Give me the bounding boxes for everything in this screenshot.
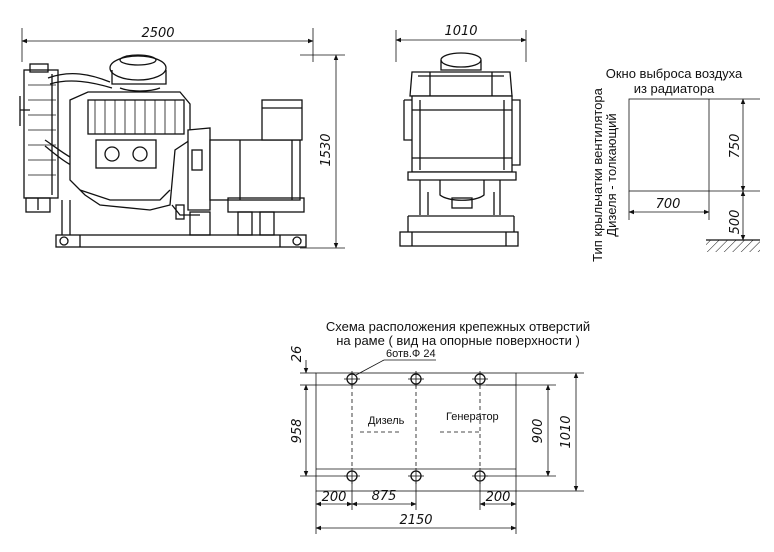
dim-900: 900 [531, 419, 546, 444]
air-window-rect [628, 98, 710, 192]
front-base [399, 231, 519, 247]
side-height-label: 1530 [319, 133, 334, 166]
air-filter [109, 55, 167, 81]
mounting-title-1: Схема расположения крепежных отверстий [326, 319, 590, 334]
ground-hatch [706, 240, 760, 252]
diesel-engine [69, 91, 191, 211]
dim-1530: 1530 [300, 54, 345, 249]
label-generator: Генератор [446, 411, 499, 423]
air-dim-750: 750 [728, 134, 743, 159]
fan-type-line-1: Тип крыльчатки вентилятора [590, 87, 605, 262]
fan-type-line-2: Дизеля - толкающий [604, 113, 619, 236]
generator [209, 139, 301, 201]
front-radiator [411, 95, 513, 173]
base-frame [55, 234, 307, 248]
dim-200-right: 200 [486, 490, 511, 505]
dim-26: 26 [290, 346, 305, 363]
air-dim-700: 700 [656, 197, 681, 212]
dim-1010-front: 1010 [395, 24, 527, 62]
mounting-holes [344, 371, 488, 484]
dim-2500: 2500 [21, 26, 314, 62]
radiator [23, 69, 59, 199]
front-width-label: 1010 [444, 24, 477, 39]
front-view: 1010 [395, 24, 527, 247]
mounting-scheme: Схема расположения крепежных отверстий н… [290, 319, 590, 534]
air-window-diagram: Окно выброса воздуха из радиатора Тип кр… [590, 66, 760, 262]
side-width-label: 2500 [141, 26, 174, 41]
dim-875: 875 [372, 489, 397, 504]
label-diesel: Дизель [368, 415, 405, 427]
air-window-title-1: Окно выброса воздуха [606, 66, 743, 81]
dim-200-left: 200 [322, 490, 347, 505]
side-view: 2500 1530 [19, 26, 345, 249]
dim-2150: 2150 [399, 513, 432, 528]
dim-958: 958 [290, 419, 305, 444]
terminal-box [261, 99, 303, 141]
air-window-title-2: из радиатора [634, 81, 715, 96]
dim-1010-mount: 1010 [559, 415, 574, 448]
air-dim-500: 500 [728, 210, 743, 235]
flywheel-housing [187, 127, 211, 211]
mounting-title-2: на раме ( вид на опорные поверхности ) [336, 333, 580, 348]
holes-note: 6отв.Ф 24 [386, 348, 436, 360]
